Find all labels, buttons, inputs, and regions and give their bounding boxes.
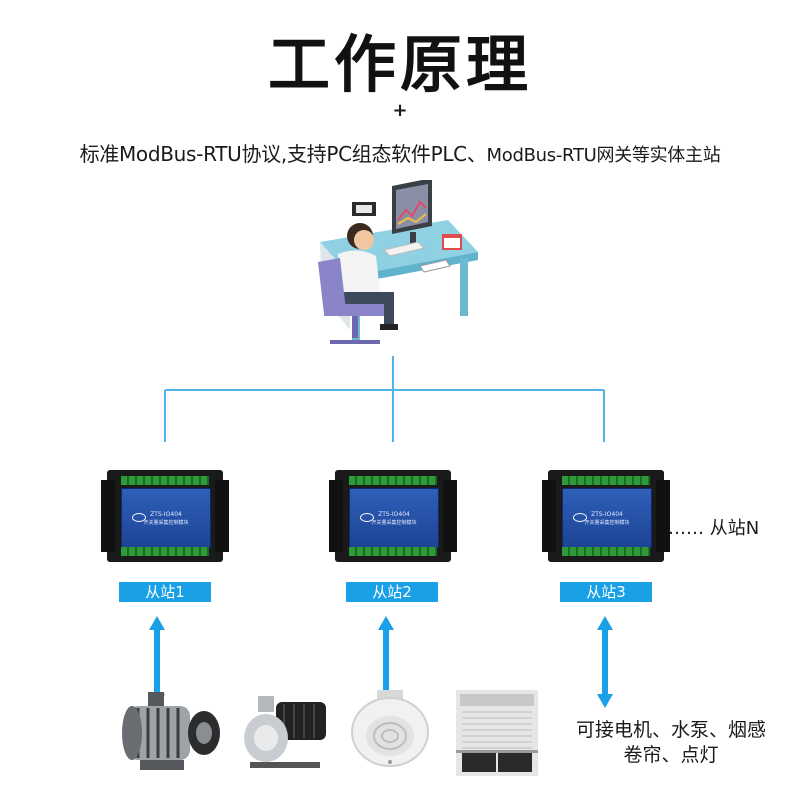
device-description: 可接电机、水泵、烟感 卷帘、点灯 [556, 718, 786, 768]
module-model: ZTS-IO404 [591, 511, 623, 518]
slave-module-2: ZTS-IO404 开关量采集控制模块 [329, 470, 457, 562]
module-model: ZTS-IO404 [378, 511, 410, 518]
motor-icon [122, 692, 220, 770]
brand-logo-icon [360, 513, 374, 522]
workstation-illustration [318, 180, 478, 344]
subtitle-main: 标准ModBus-RTU协议,支持PC组态软件PLC、 [79, 142, 487, 166]
device-description-line1: 可接电机、水泵、烟感 [575, 719, 766, 741]
device-description-line2: 卷帘、点灯 [623, 744, 719, 766]
subtitle-small: ModBus-RTU网关等实体主站 [486, 145, 721, 166]
double-arrow-icon [378, 616, 394, 708]
slave-module-1: ZTS-IO404 开关量采集控制模块 [101, 470, 229, 562]
slave-module-3: ZTS-IO404 开关量采集控制模块 [542, 470, 670, 562]
module-name: 开关量采集控制模块 [584, 520, 630, 526]
brand-logo-icon [573, 513, 587, 522]
smoke-detector-icon [351, 690, 429, 767]
double-arrow-icon [149, 616, 165, 708]
module-name: 开关量采集控制模块 [371, 520, 417, 526]
double-arrow-icon [597, 616, 613, 708]
station-label-1: 从站1 [119, 582, 211, 602]
water-pump-icon [244, 696, 326, 768]
brand-logo-icon [132, 513, 146, 522]
station-label-2: 从站2 [346, 582, 438, 602]
roller-shutter-icon [456, 690, 538, 776]
page-title: 工作原理 [267, 28, 532, 101]
module-name: 开关量采集控制模块 [143, 520, 189, 526]
subtitle: 标准ModBus-RTU协议,支持PC组态软件PLC、ModBus-RTU网关等… [0, 138, 800, 167]
module-model: ZTS-IO404 [150, 511, 182, 518]
plus-sign: + [392, 100, 408, 121]
station-n-label: …… 从站N [668, 518, 760, 539]
station-label-3: 从站3 [560, 582, 652, 602]
